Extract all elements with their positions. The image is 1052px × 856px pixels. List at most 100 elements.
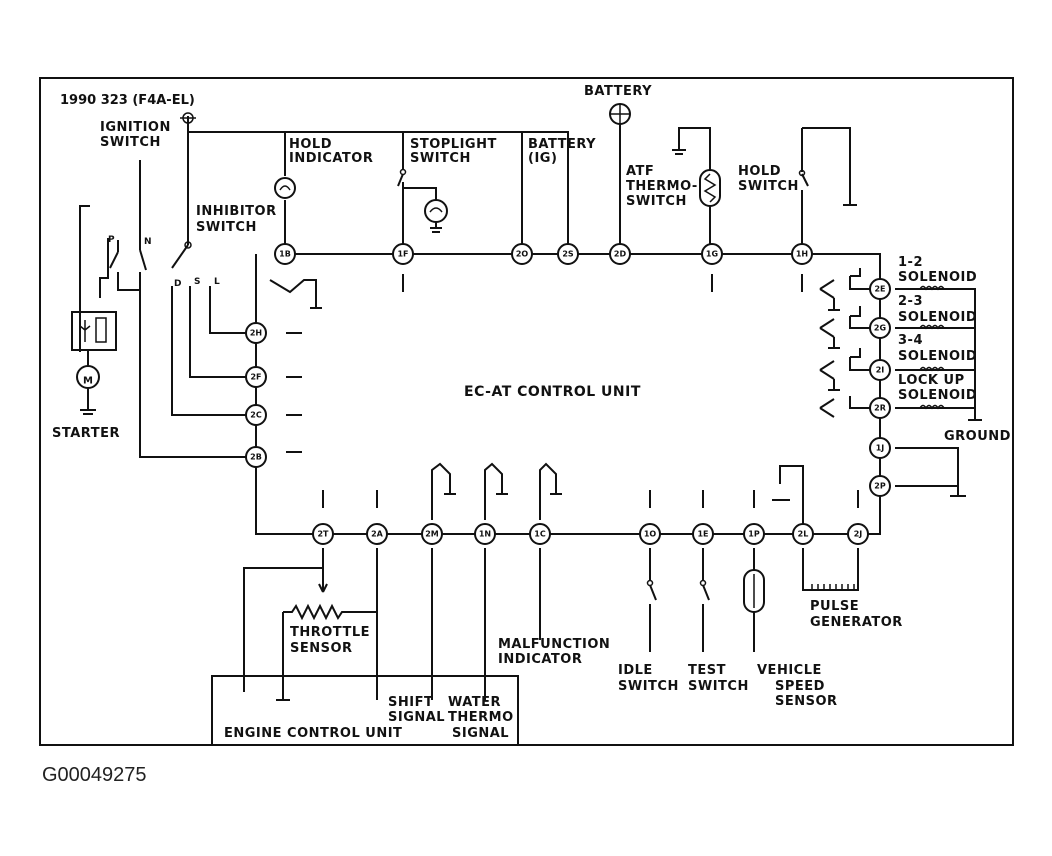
model-label: 1990 323 (F4A-EL) xyxy=(60,93,195,108)
hold-switch-label-1: HOLD xyxy=(738,164,781,179)
svg-text:2L: 2L xyxy=(798,530,809,539)
ignition-switch-label-1: IGNITION xyxy=(100,120,171,135)
svg-text:M: M xyxy=(83,376,93,387)
test-switch-label-1: TEST xyxy=(688,663,726,678)
control-unit-label: EC-AT CONTROL UNIT xyxy=(464,384,641,400)
malfunction-label-1: MALFUNCTION xyxy=(498,637,610,652)
terminal-1G: 1G xyxy=(701,243,723,265)
hold-indicator-label-2: INDICATOR xyxy=(289,151,373,166)
terminal-1H: 1H xyxy=(791,243,813,265)
terminal-1O: 1O xyxy=(639,523,661,545)
svg-text:2P: 2P xyxy=(874,482,886,491)
test-switch-label-2: SWITCH xyxy=(688,679,749,694)
hold-indicator-label-1: HOLD xyxy=(289,137,332,152)
svg-text:2A: 2A xyxy=(371,530,384,539)
bottom-row-arrows xyxy=(322,490,859,508)
terminal-1E: 1E xyxy=(692,523,714,545)
hold-switch-label-2: SWITCH xyxy=(738,179,799,194)
solenoid-wiring xyxy=(895,288,982,497)
svg-text:1G: 1G xyxy=(706,250,718,259)
svg-text:2H: 2H xyxy=(250,329,262,338)
water-thermo-label-2: THERMO xyxy=(448,710,514,725)
battery-label: BATTERY xyxy=(584,84,652,99)
engine-control-unit-label: ENGINE CONTROL UNIT xyxy=(224,726,402,741)
terminal-1C: 1C xyxy=(529,523,551,545)
svg-text:1H: 1H xyxy=(796,250,808,259)
ignition-position-n: N xyxy=(144,237,152,247)
throttle-sensor-label-2: SENSOR xyxy=(290,641,353,656)
svg-text:2R: 2R xyxy=(874,404,886,413)
stoplight-lamp-icon xyxy=(424,199,448,233)
inhibitor-switch-icon xyxy=(171,241,256,416)
transistor-icon xyxy=(269,279,322,309)
hold-indicator-lamp-icon xyxy=(274,177,296,199)
malfunction-label-2: INDICATOR xyxy=(498,652,582,667)
terminal-2M: 2M xyxy=(421,523,443,545)
lockup-label-1: LOCK UP xyxy=(898,373,965,388)
solenoid-34-label-2: SOLENOID xyxy=(898,349,977,364)
svg-text:1N: 1N xyxy=(479,530,491,539)
shift-signal-label-1: SHIFT xyxy=(388,695,433,710)
idle-switch-label-1: IDLE xyxy=(618,663,653,678)
terminal-1P: 1P xyxy=(743,523,765,545)
top-row-arrows xyxy=(402,274,803,292)
starter-relay-icon xyxy=(71,311,117,366)
hold-switch-icon xyxy=(798,127,857,252)
engine-control-unit-box xyxy=(211,675,519,744)
ignition-position-p: P xyxy=(108,235,115,245)
starter-label: STARTER xyxy=(52,426,120,441)
pulse-generator-label-1: PULSE xyxy=(810,599,859,614)
svg-text:2T: 2T xyxy=(317,530,329,539)
water-thermo-label-3: SIGNAL xyxy=(452,726,509,741)
svg-text:2G: 2G xyxy=(874,324,886,333)
inhibitor-position-s: S xyxy=(194,277,200,287)
terminal-2J: 2J xyxy=(847,523,869,545)
svg-text:2J: 2J xyxy=(854,530,863,539)
stoplight-switch-label-2: SWITCH xyxy=(410,151,471,166)
terminal-2L: 2L xyxy=(792,523,814,545)
svg-text:2E: 2E xyxy=(874,285,885,294)
figure-id: G00049275 xyxy=(42,764,147,786)
svg-text:2S: 2S xyxy=(562,250,574,259)
terminal-1F: 1F xyxy=(392,243,414,265)
battery-icon xyxy=(609,103,631,252)
inhibitor-switch-label-2: SWITCH xyxy=(196,220,257,235)
control-unit-top-edge xyxy=(285,253,881,289)
solenoid-12-label-1: 1-2 xyxy=(898,255,923,270)
solenoid-34-label-1: 3-4 xyxy=(898,333,923,348)
vss-label-1: VEHICLE xyxy=(757,663,822,678)
battery-ig-label-1: BATTERY xyxy=(528,137,596,152)
terminal-2O: 2O xyxy=(511,243,533,265)
solenoid-23-label-2: SOLENOID xyxy=(898,310,977,325)
svg-text:1E: 1E xyxy=(697,530,708,539)
svg-text:1F: 1F xyxy=(397,250,408,259)
terminal-1N: 1N xyxy=(474,523,496,545)
inhibitor-position-d: D xyxy=(174,279,181,289)
pulse-generator-label-2: GENERATOR xyxy=(810,615,903,630)
ignition-switch-label-2: SWITCH xyxy=(100,135,161,150)
vss-label-3: SENSOR xyxy=(775,694,838,709)
svg-text:2O: 2O xyxy=(516,250,529,259)
terminal-2P: 2P xyxy=(869,475,891,497)
throttle-sensor-icon xyxy=(276,548,378,701)
ground-label: GROUND xyxy=(944,429,1011,444)
water-thermo-label-1: WATER xyxy=(448,695,501,710)
terminal-2A: 2A xyxy=(366,523,388,545)
inhibitor-switch-label-1: INHIBITOR xyxy=(196,204,277,219)
bottom-transistors xyxy=(431,462,562,520)
inhibitor-position-l: L xyxy=(214,277,220,287)
throttle-sensor-label-1: THROTTLE xyxy=(290,625,370,640)
starter-motor-icon: M xyxy=(76,365,100,415)
terminal-2E: 2E xyxy=(869,278,891,300)
test-switch-icon xyxy=(699,548,710,652)
diagram-frame xyxy=(39,77,1014,746)
vehicle-speed-sensor-icon xyxy=(743,548,765,652)
vss-label-2: SPEED xyxy=(775,679,825,694)
terminal-2S: 2S xyxy=(557,243,579,265)
svg-text:1B: 1B xyxy=(279,250,291,259)
solenoid-23-label-1: 2-3 xyxy=(898,294,923,309)
solenoid-coil-icons xyxy=(919,285,945,410)
atf-label-1: ATF xyxy=(626,164,654,179)
svg-text:2B: 2B xyxy=(250,453,262,462)
